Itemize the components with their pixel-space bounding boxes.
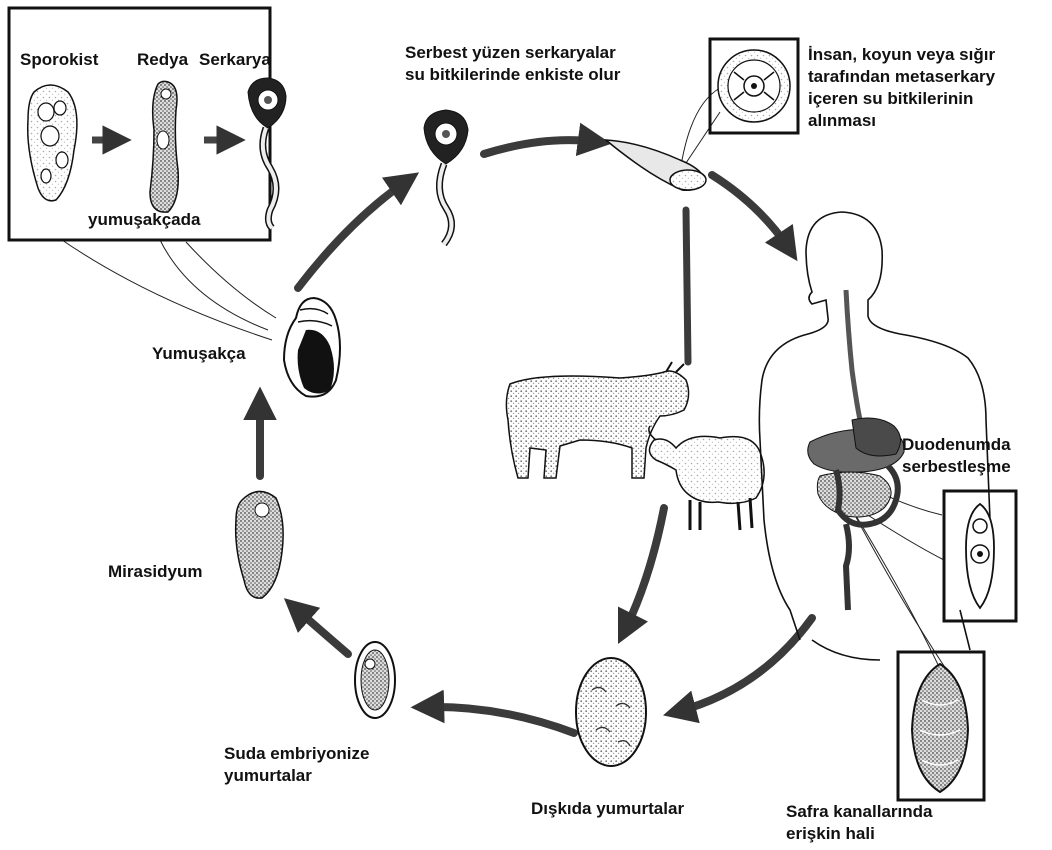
label-safra-line2: erişkin hali bbox=[786, 823, 932, 845]
label-insan-line2: tarafından metaserkary bbox=[808, 66, 1052, 88]
label-mirasidyum: Mirasidyum bbox=[108, 561, 202, 583]
snail-icon bbox=[284, 298, 340, 397]
excysted-fluke-icon bbox=[966, 504, 994, 608]
label-insan-line1: İnsan, koyun veya sığır bbox=[808, 44, 1052, 66]
label-yumusakcada: yumuşakçada bbox=[88, 209, 200, 231]
label-duodenum-line2: serbestleşme bbox=[902, 456, 1011, 478]
miracidium-icon bbox=[236, 491, 283, 598]
label-safra-line1: Safra kanallarında bbox=[786, 801, 932, 823]
label-duodenum-line1: Duodenumda bbox=[902, 434, 1011, 456]
arrow-cercaria-to-plant bbox=[484, 140, 598, 154]
arrow-human-to-feces bbox=[676, 618, 812, 712]
label-serbest-yuzen-line2: su bitkilerinde enkiste olur bbox=[405, 64, 620, 86]
label-serkarya: Serkarya bbox=[199, 49, 271, 71]
sporocyst-icon bbox=[28, 85, 77, 201]
digestive-organs bbox=[808, 290, 904, 610]
arrow-animals-to-feces bbox=[624, 508, 664, 632]
label-redya: Redya bbox=[137, 49, 188, 71]
arrow-snail-to-cercaria bbox=[298, 180, 408, 288]
label-suda-line2: yumurtalar bbox=[224, 765, 369, 787]
cercaria-icon bbox=[248, 78, 286, 228]
embryonated-egg-icon bbox=[355, 642, 395, 718]
label-suda-line1: Suda embriyonize bbox=[224, 743, 369, 765]
adult-fluke-icon bbox=[912, 664, 968, 792]
label-sporokist: Sporokist bbox=[20, 49, 98, 71]
label-insan-alinmasi: İnsan, koyun veya sığır tarafından metas… bbox=[808, 44, 1052, 132]
metacercaria-icon bbox=[718, 50, 790, 122]
arrow-water-egg-to-miracidium bbox=[294, 607, 348, 654]
label-serbest-yuzen-line1: Serbest yüzen serkaryalar bbox=[405, 42, 620, 64]
redia-icon bbox=[150, 81, 178, 212]
plant-leaf-icon bbox=[606, 140, 706, 190]
label-suda-embriyonize: Suda embriyonize yumurtalar bbox=[224, 743, 369, 787]
label-serbest-yuzen: Serbest yüzen serkaryalar su bitkilerind… bbox=[405, 42, 620, 86]
label-duodenum: Duodenumda serbestleşme bbox=[902, 434, 1011, 478]
arrow-plant-to-animals bbox=[686, 210, 688, 362]
label-safra: Safra kanallarında erişkin hali bbox=[786, 801, 932, 845]
arrow-plant-to-human bbox=[712, 175, 790, 250]
label-insan-line3: içeren su bitkilerinin bbox=[808, 88, 1052, 110]
label-insan-line4: alınması bbox=[808, 110, 1052, 132]
arrow-feces-to-water-egg bbox=[424, 707, 574, 733]
egg-in-feces-icon bbox=[576, 658, 646, 766]
label-diskida-yumurtalar: Dışkıda yumurtalar bbox=[531, 798, 684, 820]
free-cercaria-icon bbox=[424, 110, 468, 244]
label-yumusakca: Yumuşakça bbox=[152, 343, 246, 365]
